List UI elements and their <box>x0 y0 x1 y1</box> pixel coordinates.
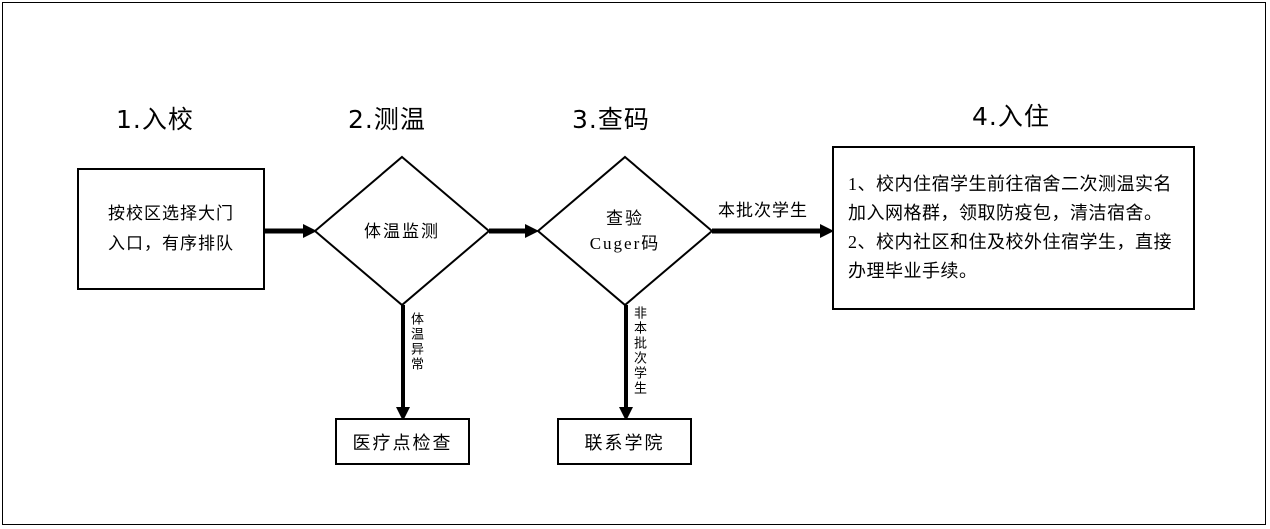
arrow-not-this-batch <box>616 305 636 421</box>
node-temp-check-decision[interactable]: 体温监测 <box>313 155 491 307</box>
step-title-3: 3.查码 <box>572 105 650 134</box>
edge-label-not-this-batch: 非本批次学生 <box>632 306 647 396</box>
edge-label-this-batch: 本批次学生 <box>718 201 808 220</box>
step-title-4: 4.入住 <box>972 102 1050 131</box>
node-checkin-process[interactable]: 1、校内住宿学生前往宿舍二次测温实名加入网格群，领取防疫包，清洁宿舍。 2、校内… <box>832 146 1195 310</box>
node-entry-process[interactable]: 按校区选择大门 入口，有序排队 <box>77 168 265 290</box>
node-contact-college[interactable]: 联系学院 <box>557 418 692 465</box>
arrow-temp-to-code <box>489 221 539 241</box>
node-code-check-decision[interactable]: 查验 Cuger码 <box>536 155 714 307</box>
step-title-1: 1.入校 <box>116 105 194 134</box>
arrow-temp-abnormal <box>393 305 413 421</box>
step-title-2: 2.测温 <box>348 105 426 134</box>
node-checkin-label: 1、校内住宿学生前往宿舍二次测温实名加入网格群，领取防疫包，清洁宿舍。 2、校内… <box>848 174 1172 281</box>
node-contact-college-label: 联系学院 <box>584 432 665 453</box>
edge-label-temp-abnormal: 体温异常 <box>409 312 424 372</box>
arrow-code-to-checkin <box>712 221 834 241</box>
node-medical-check-label: 医疗点检查 <box>352 432 453 453</box>
node-entry-label: 按校区选择大门 入口，有序排队 <box>108 204 234 253</box>
arrow-entry-to-temp <box>265 221 317 241</box>
node-medical-check[interactable]: 医疗点检查 <box>335 418 470 465</box>
